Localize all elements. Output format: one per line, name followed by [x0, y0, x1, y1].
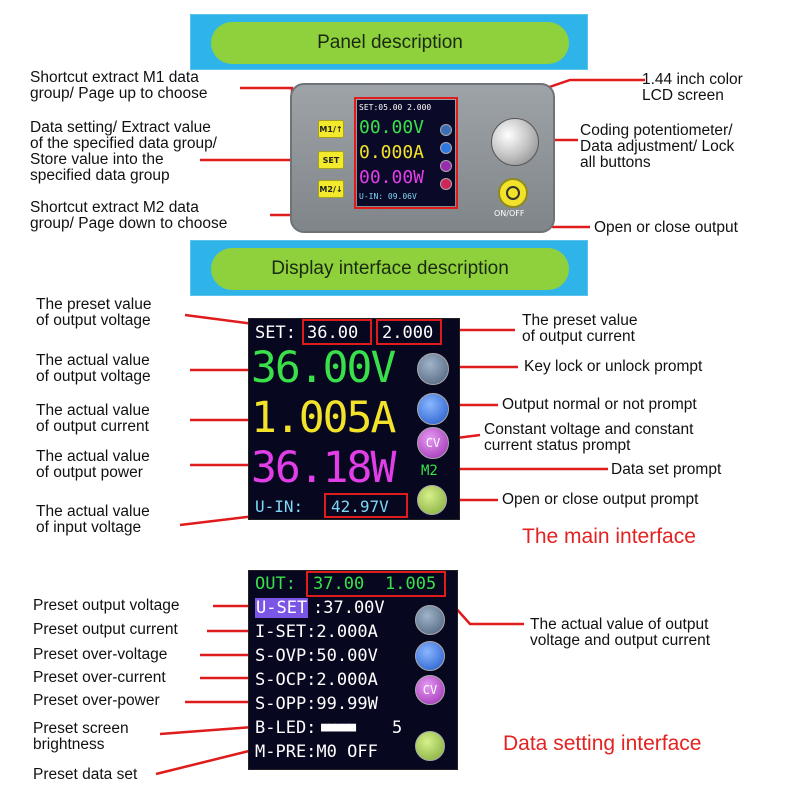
label-mpre: Preset data set — [33, 766, 138, 783]
label-input-voltage: The actual value of input voltage — [36, 503, 150, 536]
setting-out-voltage: 37.00 — [313, 574, 365, 594]
label-output-prompt: Open or close output prompt — [502, 491, 699, 508]
label-sopp: Preset over-power — [33, 692, 160, 709]
check-icon — [440, 142, 452, 154]
label-key-lock: Key lock or unlock prompt — [524, 358, 703, 375]
onoff-button[interactable] — [498, 178, 528, 208]
setting-uset-value: :37.00V — [313, 598, 385, 618]
m1-button[interactable]: M1/↑ — [318, 120, 344, 138]
onoff-caption: ON/OFF — [494, 209, 525, 218]
device-uin: U-IN: 09.06V — [359, 192, 417, 201]
check-icon — [415, 641, 445, 671]
power-icon — [417, 485, 447, 515]
label-onoff: Open or close output — [594, 219, 738, 236]
panel-header-title: Panel description — [211, 22, 569, 64]
lock-icon — [417, 353, 449, 385]
setting-bled-key[interactable]: B-LED: — [255, 718, 317, 738]
highlight-set-voltage — [302, 319, 372, 345]
label-actual-power: The actual value of output power — [36, 448, 150, 481]
label-actual-current: The actual value of output current — [36, 402, 150, 435]
main-uin-value: 42.97V — [331, 497, 389, 516]
device-voltage: 00.00V — [359, 117, 425, 138]
label-output-normal: Output normal or not prompt — [502, 396, 697, 413]
power-icon — [415, 731, 445, 761]
main-lcd-screen: SET: 36.00 2.000 36.00V 1.005A 36.18W U-… — [248, 318, 460, 520]
setting-sopp[interactable]: S-OPP:99.99W — [255, 694, 378, 714]
main-m2-indicator: M2 — [421, 463, 438, 479]
main-set-voltage: 36.00 — [307, 323, 359, 343]
setting-interface-title: Data setting interface — [503, 732, 702, 755]
main-interface-title: The main interface — [522, 525, 696, 548]
m2-button[interactable]: M2/↓ — [318, 180, 344, 198]
setting-bled-level: 5 — [392, 718, 403, 738]
label-actual-voltage: The actual value of output voltage — [36, 352, 151, 385]
lock-icon — [440, 124, 452, 136]
label-uset: Preset output voltage — [33, 597, 180, 614]
label-m1: Shortcut extract M1 data group/ Page up … — [30, 69, 208, 102]
main-voltage: 36.00V — [251, 343, 396, 393]
main-set-current: 2.000 — [382, 323, 434, 343]
main-uin-label: U-IN: — [255, 497, 304, 516]
setting-out-label: OUT: — [255, 574, 296, 594]
label-lcd: 1.44 inch color LCD screen — [642, 71, 743, 104]
device-lcd-screen: SET:05.00 2.000 00.00V 0.000A 00.00W U-I… — [357, 100, 455, 206]
check-icon — [417, 393, 449, 425]
label-knob: Coding potentiometer/ Data adjustment/ L… — [580, 122, 735, 171]
label-socp: Preset over-current — [33, 669, 166, 686]
device-power: 00.00W — [359, 167, 425, 188]
setting-uset-key[interactable]: U-SET — [255, 598, 309, 618]
power-icon — [440, 178, 452, 190]
label-bled: Preset screen brightness — [33, 720, 129, 753]
panel-header: Panel description — [190, 14, 588, 70]
device-current: 0.000A — [359, 142, 425, 163]
highlight-out-values — [306, 571, 446, 597]
main-current: 1.005A — [251, 393, 396, 443]
set-button[interactable]: SET — [318, 151, 344, 169]
cv-icon: CV — [417, 427, 449, 459]
label-sovp: Preset over-voltage — [33, 646, 168, 663]
label-out-actual: The actual value of output voltage and o… — [530, 616, 711, 649]
label-m2: Shortcut extract M2 data group/ Page dow… — [30, 199, 228, 232]
setting-socp[interactable]: S-OCP:2.000A — [255, 670, 378, 690]
highlight-uin — [324, 493, 408, 518]
power-icon — [506, 186, 520, 200]
setting-lcd-screen: OUT: 37.00 1.005 U-SET :37.00V I-SET:2.0… — [248, 570, 458, 770]
lock-icon — [415, 605, 445, 635]
knob-icon[interactable] — [491, 118, 539, 166]
label-cvcc: Constant voltage and constant current st… — [484, 421, 694, 454]
main-power: 36.18W — [251, 443, 396, 493]
lcd-highlight-box — [354, 97, 458, 209]
setting-bled-bar: ■■■■■ — [321, 720, 356, 735]
setting-mpre[interactable]: M-PRE:M0 OFF — [255, 742, 378, 762]
display-header-title: Display interface description — [211, 248, 569, 290]
main-set-label: SET: — [255, 323, 296, 343]
cv-icon: CV — [415, 675, 445, 705]
setting-sovp[interactable]: S-OVP:50.00V — [255, 646, 378, 666]
label-data-set: Data set prompt — [611, 461, 722, 478]
highlight-set-current — [376, 319, 442, 345]
cv-icon — [440, 160, 452, 172]
label-iset: Preset output current — [33, 621, 178, 638]
setting-out-current: 1.005 — [385, 574, 437, 594]
label-preset-current: The preset value of output current — [522, 312, 638, 345]
setting-iset[interactable]: I-SET:2.000A — [255, 622, 378, 642]
label-set: Data setting/ Extract value of the speci… — [30, 119, 217, 184]
display-header: Display interface description — [190, 240, 588, 296]
label-preset-voltage: The preset value of output voltage — [36, 296, 152, 329]
device-set-readout: SET:05.00 2.000 — [359, 103, 432, 112]
